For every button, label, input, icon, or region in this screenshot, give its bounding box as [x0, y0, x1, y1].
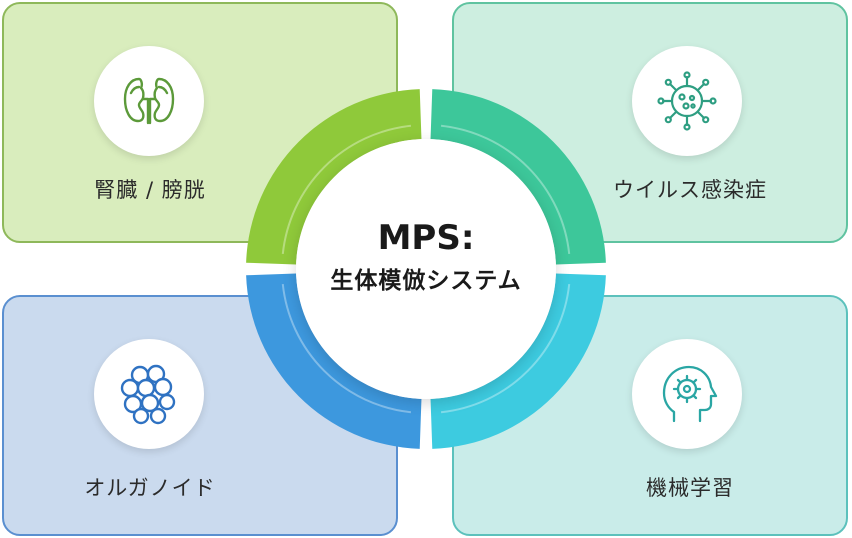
- center-title: MPS:: [377, 218, 475, 258]
- kidney-icon-badge: [94, 46, 204, 156]
- ai-head-icon-badge: [632, 339, 742, 449]
- center-subtitle: 生体模倣システム: [330, 268, 522, 294]
- virus-icon: [657, 71, 717, 131]
- ring-segment-bottom-right: [430, 273, 606, 449]
- label-organoid: オルガノイド: [84, 476, 216, 500]
- organoid-icon: [120, 364, 176, 425]
- ring-segment-bottom-right-highlight: [440, 283, 571, 414]
- ring-segment-top-right-highlight: [440, 124, 571, 255]
- label-machine-learning: 機械学習: [646, 476, 734, 500]
- label-kidney-bladder: 腎臓 / 膀胱: [94, 178, 206, 202]
- ring-segment-bottom-left-highlight: [281, 283, 412, 414]
- virus-icon-badge: [632, 46, 742, 156]
- label-viral-infection: ウイルス感染症: [613, 178, 767, 202]
- kidney-icon: [123, 77, 175, 125]
- ring-segment-top-left-highlight: [281, 124, 412, 255]
- ai-head-icon: [662, 365, 718, 423]
- center-circle: [296, 139, 556, 399]
- organoid-icon-badge: [94, 339, 204, 449]
